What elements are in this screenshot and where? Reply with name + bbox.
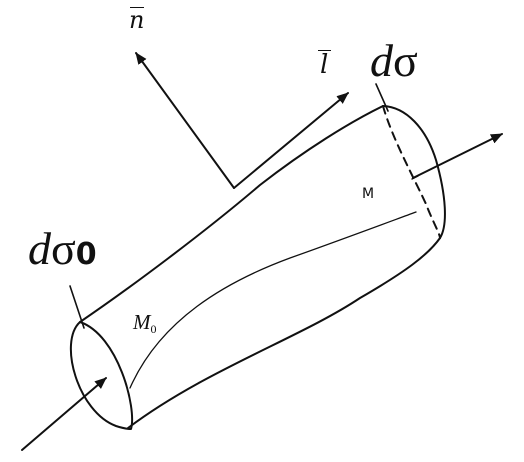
normal-vector-arrow bbox=[135, 52, 235, 189]
start-cross-section bbox=[70, 321, 133, 430]
start-section-label: dσ0 bbox=[28, 222, 97, 275]
end-section-label: dσ bbox=[370, 34, 418, 87]
dsigma-leader-line bbox=[375, 83, 389, 112]
start-section-d: d bbox=[28, 223, 51, 274]
tube-upper-edge bbox=[79, 105, 384, 323]
end-cross-section-back bbox=[382, 105, 441, 239]
start-section-sigma: σ bbox=[51, 223, 76, 274]
end-section-d: d bbox=[370, 35, 393, 86]
flow-line-out bbox=[412, 133, 503, 179]
point-m0-subscript: 0 bbox=[150, 322, 157, 336]
point-m-label: M bbox=[362, 186, 375, 202]
point-m0-base: M bbox=[133, 310, 151, 334]
end-section-sigma: σ bbox=[393, 35, 418, 86]
end-cross-section-front bbox=[382, 105, 446, 239]
point-m0-label: M0 bbox=[133, 310, 157, 337]
normal-vector-label: n bbox=[129, 6, 145, 34]
tangent-vector-arrow bbox=[233, 92, 349, 189]
flow-line-in bbox=[21, 377, 107, 451]
tube-lower-edge bbox=[127, 237, 441, 429]
start-section-subscript: 0 bbox=[75, 237, 97, 272]
tangent-vector-label: l bbox=[317, 50, 332, 80]
streamline-curve bbox=[129, 211, 417, 389]
dsigma0-leader-line bbox=[69, 285, 85, 329]
